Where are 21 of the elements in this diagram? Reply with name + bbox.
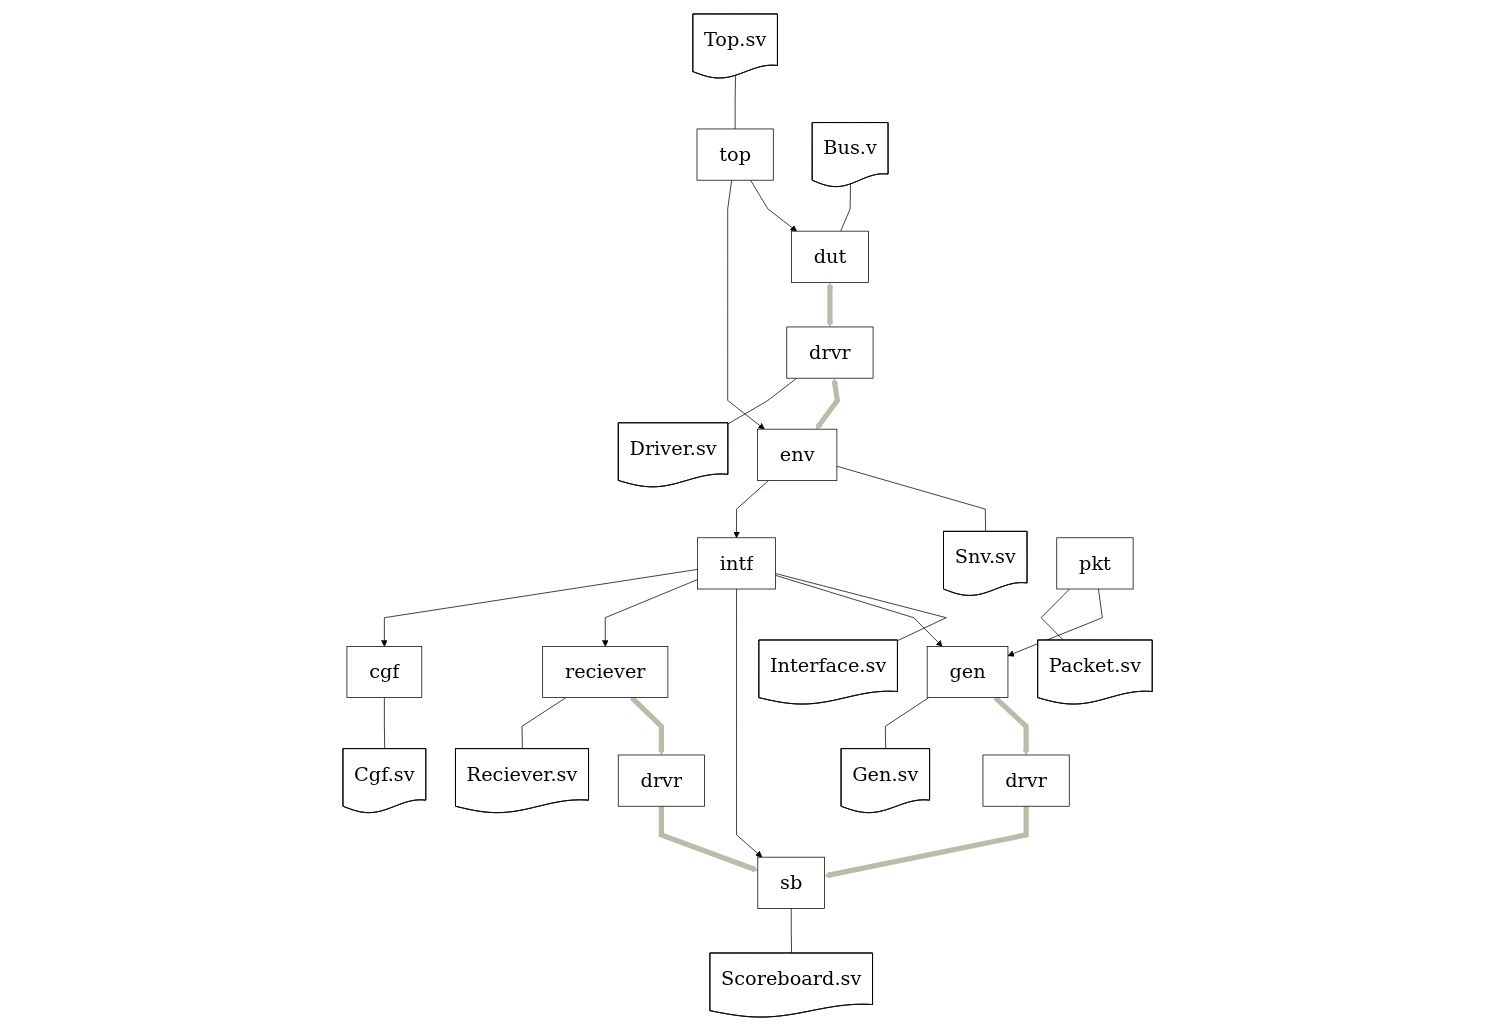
node-box: reciever — [542, 645, 669, 698]
connector — [383, 696, 385, 749]
connector — [734, 74, 736, 129]
arrow — [815, 377, 840, 429]
node-box: gen — [926, 645, 1009, 698]
connector — [521, 696, 567, 749]
connector — [840, 183, 851, 232]
node-box: dut — [790, 230, 869, 283]
node-box: drvr — [982, 754, 1070, 807]
node-box: drvr — [617, 754, 705, 807]
node-box: sb — [757, 856, 825, 909]
node-box: env — [757, 428, 838, 481]
connector — [727, 377, 797, 424]
connector — [790, 907, 792, 954]
node-box: top — [696, 128, 774, 181]
connector — [836, 465, 986, 532]
arrow — [824, 805, 1029, 878]
node-box: drvr — [786, 326, 874, 379]
node-box: pkt — [1056, 536, 1134, 589]
connector — [884, 696, 930, 749]
arrow — [658, 805, 758, 872]
